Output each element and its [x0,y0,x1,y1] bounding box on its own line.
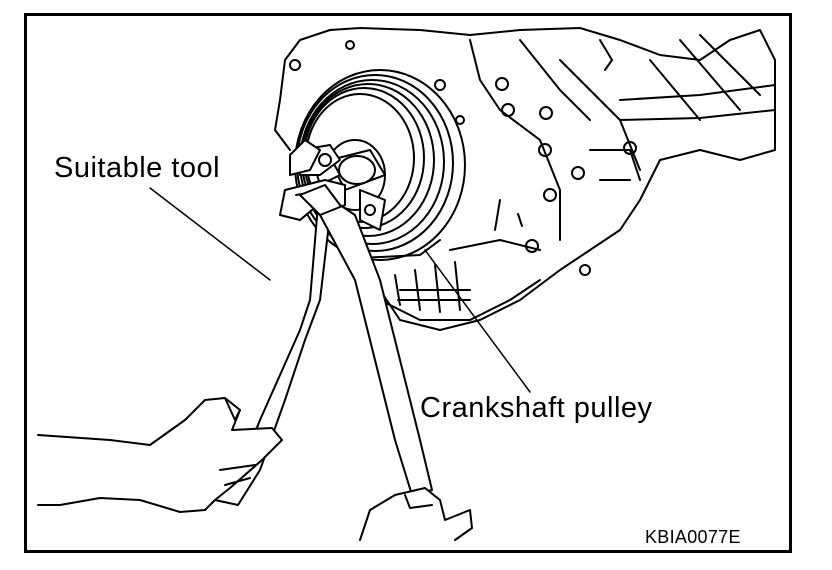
engine-block [274,27,776,331]
leader-line-suitable-tool [149,187,271,281]
callout-crankshaft-pulley: Crankshaft pulley [420,392,653,424]
figure-code: KBIA0077E [645,527,741,547]
leader-lines [149,187,531,393]
right-hand [359,487,473,541]
pulley-holder-tool [289,139,386,231]
left-hand [37,397,283,513]
leader-line-crankshaft-pulley [424,249,531,393]
breaker-bar [299,184,433,496]
callout-suitable-tool: Suitable tool [54,152,221,184]
